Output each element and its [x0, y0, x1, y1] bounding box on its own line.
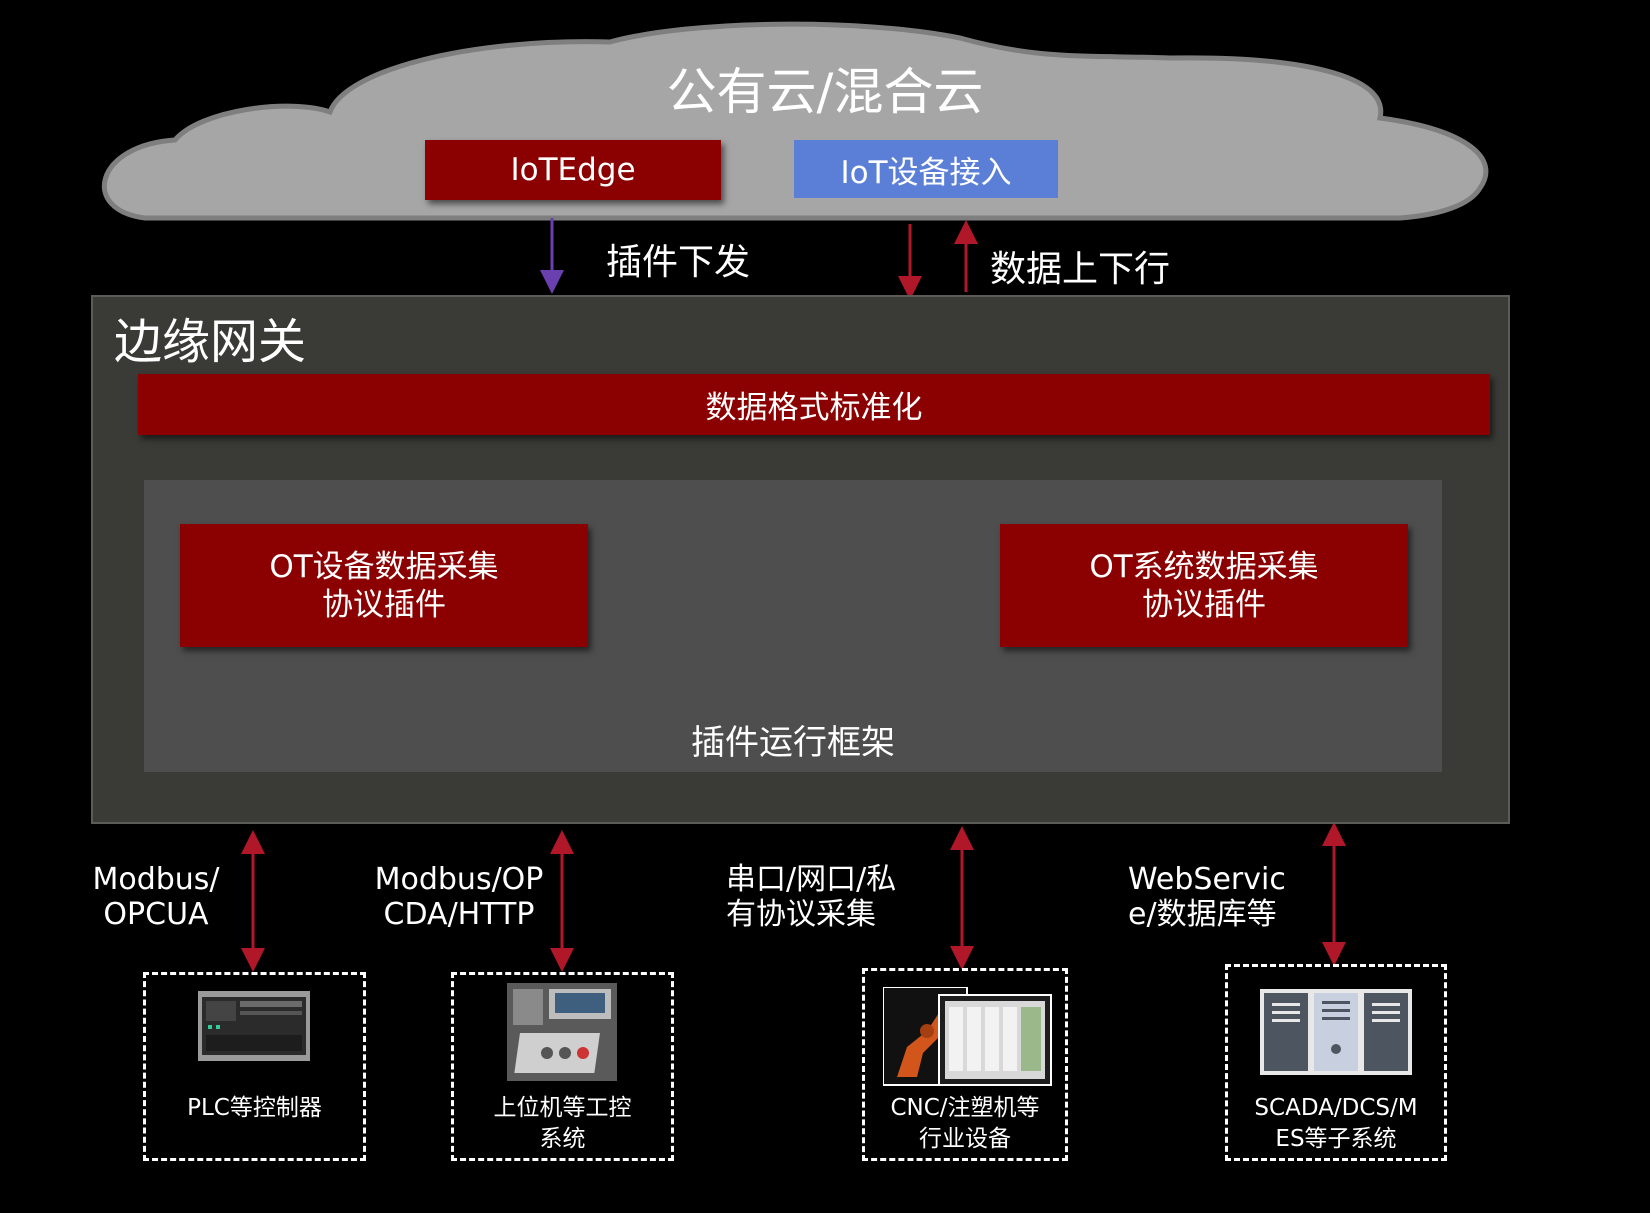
protocol-label: Modbus/OP CDA/HTTP — [374, 862, 544, 932]
protocol-line: OPCUA — [103, 897, 209, 932]
cloud-title: 公有云/混合云 — [666, 63, 984, 121]
iotedge-box: IoTEdge — [425, 140, 721, 200]
plugin-down-label: 插件下发 — [606, 242, 751, 283]
device-label-line: 上位机等工控 — [493, 1095, 632, 1121]
device-label: 上位机等工控 系统 — [454, 1093, 671, 1155]
protocol-label: WebServic e/数据库等 — [1128, 862, 1286, 932]
device-box-plc: PLC等控制器 — [143, 972, 366, 1161]
gateway-title: 边缘网关 — [114, 314, 307, 370]
protocol-line: e/数据库等 — [1128, 897, 1277, 932]
protocol-line: 串口/网口/私 — [726, 862, 897, 897]
plc-icon — [198, 991, 310, 1061]
framework-label: 插件运行框架 — [691, 723, 895, 763]
ot-system-plugin-box: OT系统数据采集 协议插件 — [1000, 524, 1408, 647]
device-label-line: ES等子系统 — [1275, 1126, 1397, 1152]
protocol-line: CDA/HTTP — [383, 897, 535, 932]
control-panel-icon — [507, 983, 617, 1081]
ot-system-plugin-line2: 协议插件 — [1142, 586, 1266, 623]
ot-device-plugin-line1: OT设备数据采集 — [269, 548, 499, 585]
data-updown-label: 数据上下行 — [990, 249, 1171, 290]
device-box-hmi: 上位机等工控 系统 — [451, 972, 674, 1161]
server-icon — [1260, 989, 1412, 1075]
device-label-line: CNC/注塑机等 — [890, 1095, 1040, 1121]
device-box-scada: SCADA/DCS/M ES等子系统 — [1225, 964, 1447, 1161]
protocol-line: WebServic — [1128, 862, 1286, 897]
device-label: PLC等控制器 — [146, 1093, 363, 1124]
protocol-line: Modbus/ — [92, 862, 220, 897]
device-label-line: PLC等控制器 — [187, 1095, 322, 1121]
device-label-line: 行业设备 — [919, 1126, 1011, 1152]
iot-device-access-box: IoT设备接入 — [794, 140, 1058, 198]
device-label-line: SCADA/DCS/M — [1254, 1095, 1418, 1121]
robot-arm-icon — [883, 987, 1052, 1086]
device-label: SCADA/DCS/M ES等子系统 — [1228, 1093, 1444, 1155]
ot-device-plugin-line2: 协议插件 — [322, 586, 446, 623]
protocol-label: Modbus/ OPCUA — [92, 862, 220, 932]
protocol-label: 串口/网口/私 有协议采集 — [726, 862, 896, 932]
protocol-line: 有协议采集 — [726, 897, 876, 932]
data-format-bar: 数据格式标准化 — [138, 374, 1490, 435]
ot-device-plugin-box: OT设备数据采集 协议插件 — [180, 524, 588, 647]
ot-system-plugin-line1: OT系统数据采集 — [1089, 548, 1319, 585]
device-label: CNC/注塑机等 行业设备 — [865, 1093, 1065, 1155]
device-box-cnc: CNC/注塑机等 行业设备 — [862, 968, 1068, 1161]
protocol-line: Modbus/OP — [374, 862, 544, 897]
device-label-line: 系统 — [539, 1126, 586, 1152]
